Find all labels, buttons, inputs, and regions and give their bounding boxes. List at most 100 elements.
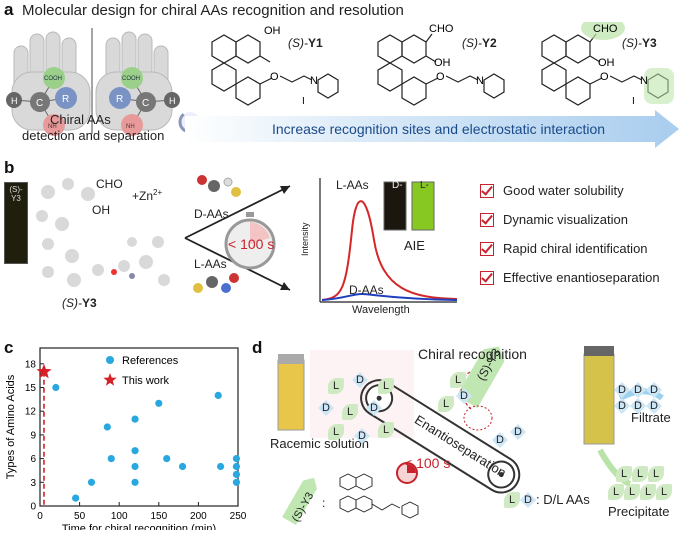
l-aa-token: L [616, 466, 632, 482]
reference-point [131, 415, 139, 423]
feature-list: Good water solubility Dynamic visualizat… [480, 183, 660, 285]
y3-prefix: (S)- [622, 36, 642, 50]
feature-item: Dynamic visualization [480, 212, 660, 227]
y2-o: O [436, 71, 445, 83]
legend-references-marker [106, 356, 114, 364]
checkbox-icon [480, 212, 494, 227]
l-vial-image [411, 181, 435, 231]
checkbox-icon [480, 270, 494, 285]
aie-label: AIE [404, 238, 425, 253]
l-aa-token: L [504, 492, 520, 508]
separation-scheme [277, 346, 664, 526]
y3-iodide: I [632, 96, 635, 107]
l-aa-token: L [648, 466, 664, 482]
compound-y1-structure [211, 34, 339, 106]
d-aa-token: D [366, 400, 382, 416]
y-tick-label: 9 [30, 430, 36, 441]
y1-prefix: (S)- [288, 36, 308, 50]
y3-name: Y3 [642, 36, 657, 50]
b-cho: CHO [96, 177, 123, 191]
y-tick-label: 18 [25, 359, 37, 370]
legend-structure [339, 473, 419, 519]
y3-oh: OH [598, 57, 615, 69]
l-aa-token: L [328, 424, 344, 440]
panel-d-label: d [252, 338, 263, 357]
spectrum-ylabel: Intensity [300, 222, 310, 256]
y-tick-label: 12 [25, 407, 37, 418]
l-aa-token: L [378, 378, 394, 394]
increase-arrow [185, 110, 679, 148]
reference-point [155, 399, 163, 407]
l-aa-token: L [328, 378, 344, 394]
cooh-group-right [121, 67, 143, 89]
x-tick-label: 150 [150, 511, 167, 522]
reference-point [131, 478, 139, 486]
l-aa-token: L [656, 484, 672, 500]
y3-n-highlight [644, 68, 674, 104]
reference-point [131, 447, 139, 455]
y1-name: Y1 [308, 36, 323, 50]
molecule-b-label: (S)-Y3 [62, 296, 97, 310]
b-prefix: (S)- [62, 296, 82, 310]
d-timer-text: < 100 s [404, 455, 451, 471]
d-aa-token: D [630, 398, 646, 414]
reference-point [52, 383, 60, 392]
y-tick-label: 3 [30, 478, 36, 489]
l-aa-token: L [378, 422, 394, 438]
zn-label: +Zn2+ [132, 188, 162, 203]
h-text-right: H [169, 96, 176, 106]
feature-item: Effective enantioseparation [480, 270, 660, 285]
panel-a-title: Molecular design for chiral AAs recognit… [22, 2, 404, 19]
reference-point [163, 455, 171, 463]
d-aa-token: D [354, 428, 370, 444]
x-tick-label: 250 [230, 511, 247, 522]
y-tick-label: 0 [30, 502, 36, 513]
y3-cho: CHO [593, 23, 618, 35]
y1-iodide: I [302, 96, 305, 107]
reference-point [216, 462, 225, 471]
cooh-text-right: COOH [122, 76, 140, 82]
r-text-right: R [116, 94, 123, 105]
x-tick-label: 50 [74, 511, 86, 522]
d-aa-token: D [510, 424, 526, 440]
reference-point [232, 455, 241, 463]
compound-y1-label: (S)-Y1 [288, 36, 323, 50]
stopwatch-icon [224, 212, 276, 270]
nh2-text-left: NH [48, 124, 57, 130]
y2-n: N [476, 75, 484, 87]
reference-point [178, 462, 187, 471]
compound-y3-label: (S)-Y3 [622, 36, 657, 50]
l-aa-molecule-icon [193, 273, 239, 293]
d-aa-token: D [520, 492, 536, 508]
zn-charge: 2+ [153, 188, 163, 197]
precipitate-label: Precipitate [608, 504, 670, 519]
right-hand [95, 31, 173, 131]
reference-point [87, 478, 96, 486]
reference-point [103, 423, 111, 431]
emission-spectrum [319, 178, 458, 303]
d-vial-image [383, 181, 407, 231]
reference-point [107, 455, 115, 463]
nh2-group-left [43, 114, 65, 136]
reference-point [131, 462, 139, 471]
cooh-text-left: COOH [44, 76, 62, 82]
nh2-text-right: NH [126, 124, 135, 130]
h-atom-right [164, 92, 180, 108]
spectrum-xlabel: Wavelength [352, 304, 410, 316]
precipitate-arrow [597, 448, 632, 487]
y2-prefix: (S)- [462, 36, 482, 50]
d-aas-label: D-AAs [194, 207, 229, 221]
feature-item: Good water solubility [480, 183, 660, 198]
l-aas-label: L-AAs [194, 257, 227, 271]
hands-caption-line1: Chiral AAs [50, 112, 111, 127]
b-oh: OH [92, 203, 110, 217]
panel-a-label: a [4, 0, 14, 19]
recognition-arrow [460, 371, 473, 411]
y1-n: N [310, 75, 318, 87]
d-aa-token: D [614, 382, 630, 398]
increase-arrow-text: Increase recognition sites and electrost… [272, 121, 606, 137]
c-atom-left [30, 92, 50, 112]
chiral-recognition-label: Chiral recognition [418, 346, 527, 362]
x-axis-title: Time for chiral recognition (min) [62, 523, 216, 530]
legend-dl-text: : D/L AAs [536, 492, 590, 507]
